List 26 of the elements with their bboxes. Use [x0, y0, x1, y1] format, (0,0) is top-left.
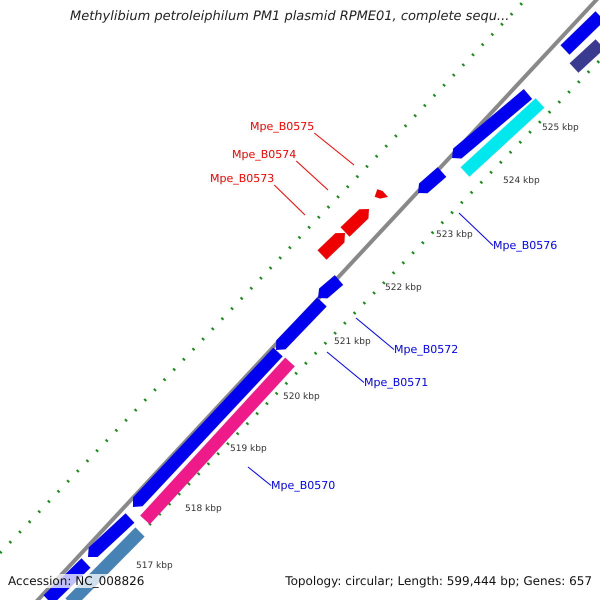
leader-line [314, 132, 354, 166]
gene-label: Mpe_B0571 [364, 376, 428, 389]
leader-line [248, 466, 272, 486]
leader-line [296, 160, 328, 190]
footer-text: Accession: NC_008826 [8, 574, 144, 588]
leader-line [326, 352, 364, 383]
leader-line [274, 184, 306, 216]
leader-line [356, 318, 394, 350]
tick-label: 522 kbp [385, 283, 422, 293]
gene-label: Mpe_B0576 [493, 239, 558, 252]
gene-label: Mpe_B0573 [210, 172, 274, 185]
gene-label: Mpe_B0574 [232, 148, 296, 161]
tick-label: 521 kbp [334, 337, 371, 347]
tick-label: 517 kbp [136, 561, 173, 571]
map-title: Methylibium petroleiphilum PM1 plasmid RPME01, complete sequ... [70, 9, 510, 24]
gene-label: Mpe_B0575 [250, 120, 314, 133]
tick-label: 524 kbp [503, 176, 540, 186]
gene-label: Mpe_B0570 [271, 479, 336, 492]
footer-text: Topology: circular; Length: 599,444 bp; Genes: 657 [285, 574, 592, 588]
tick-label: 518 kbp [185, 504, 222, 514]
tick-label: 520 kbp [283, 392, 320, 402]
tick-label: 519 kbp [230, 444, 267, 454]
gene-label: Mpe_B0572 [394, 343, 458, 356]
tick-label: 525 kbp [542, 123, 579, 133]
leader-line [458, 212, 494, 246]
tick-label: 523 kbp [436, 230, 473, 240]
